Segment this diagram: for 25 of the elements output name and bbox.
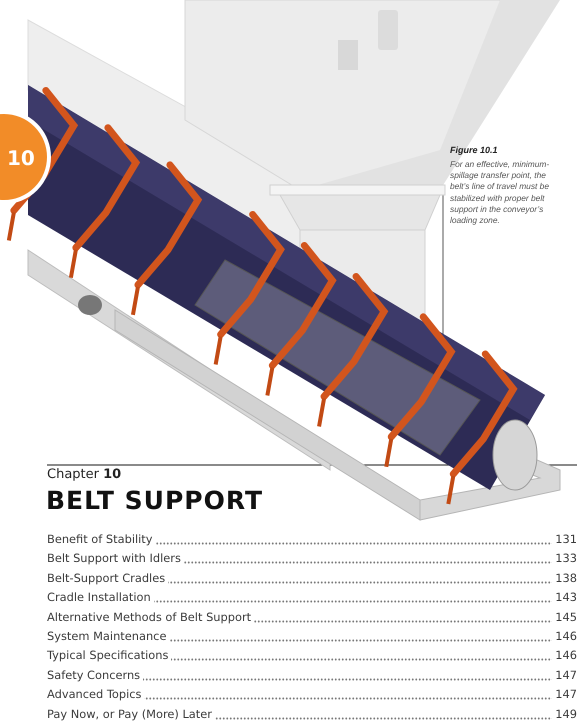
page-number: 143 bbox=[552, 590, 577, 604]
page-number: 149 bbox=[552, 706, 577, 721]
chapter-title: BELT SUPPORT bbox=[46, 486, 264, 515]
toc-entry: System Maintenance bbox=[47, 629, 170, 643]
page-number: 146 bbox=[552, 648, 577, 662]
toc-entry: Alternative Methods of Belt Support bbox=[47, 610, 254, 624]
chapter-label: Chapter 10 bbox=[47, 467, 122, 482]
page-number: 147 bbox=[552, 687, 577, 702]
chapter-number: 10 bbox=[7, 147, 35, 169]
page-number: 147 bbox=[552, 668, 577, 682]
figure-label: Figure 10.1 bbox=[450, 145, 498, 155]
toc-entry: Safety Concerns bbox=[47, 668, 144, 682]
toc-entry: Pay Now, or Pay (More) Later bbox=[47, 706, 215, 721]
page-number: 138 bbox=[552, 570, 577, 585]
page-number: 131 bbox=[552, 532, 577, 546]
page-number: 145 bbox=[552, 610, 577, 624]
page-number: 133 bbox=[552, 551, 577, 566]
toc-entry: Belt-Support Cradles bbox=[47, 570, 168, 585]
toc-entry: Advanced Topics bbox=[47, 687, 144, 702]
toc-entry: Cradle Installation bbox=[47, 590, 154, 604]
figure-caption: For an effective, minimum-spillage transfer point, the belt’s line of travel must be stabilized with proper belt support in the conveyor’s loading zone. bbox=[450, 159, 550, 226]
toc-entry: Belt Support with Idlers bbox=[47, 551, 184, 566]
toc-entry: Benefit of Stability bbox=[47, 532, 156, 546]
toc-entry: Typical Specifications bbox=[47, 648, 172, 662]
page-number: 146 bbox=[552, 629, 577, 643]
